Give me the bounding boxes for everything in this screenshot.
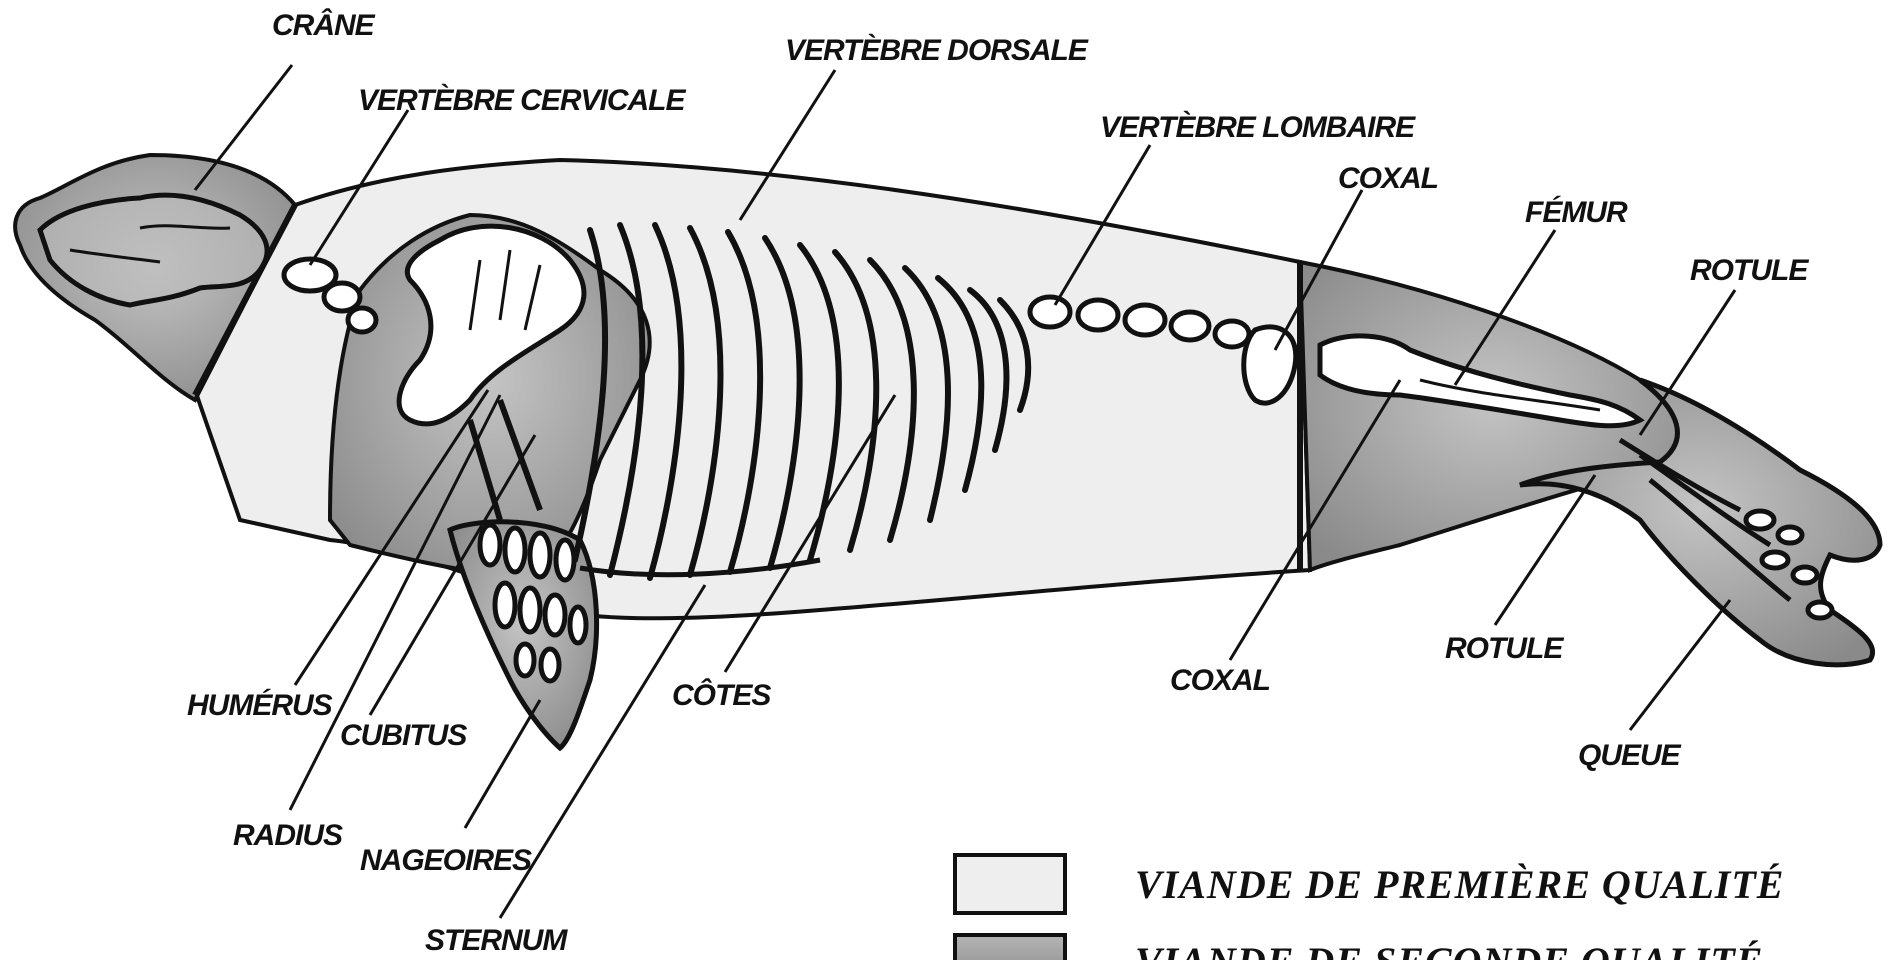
label-rotule-top: ROTULE [1690, 254, 1809, 287]
label-radius: RADIUS [233, 819, 343, 852]
label-vertebre-lombaire: VERTÈBRE LOMBAIRE [1100, 110, 1416, 144]
legend-label-second-quality: VIANDE DE SECONDE QUALITÉ [1135, 939, 1763, 960]
label-queue: QUEUE [1578, 739, 1682, 772]
label-crane: CRÂNE [272, 8, 376, 42]
label-coxal-top: COXAL [1338, 162, 1438, 195]
label-vertebre-dorsale: VERTÈBRE DORSALE [785, 33, 1089, 67]
legend: VIANDE DE PREMIÈRE QUALITÉ VIANDE DE SEC… [955, 855, 1784, 960]
label-sternum: STERNUM [425, 924, 568, 957]
legend-swatch-second-quality [955, 935, 1065, 960]
label-cotes: CÔTES [672, 678, 771, 712]
label-humerus: HUMÉRUS [187, 688, 333, 722]
label-nageoires: NAGEOIRES [360, 844, 532, 877]
legend-label-first-quality: VIANDE DE PREMIÈRE QUALITÉ [1135, 862, 1784, 907]
label-femur: FÉMUR [1525, 195, 1628, 229]
label-coxal-bottom: COXAL [1170, 664, 1270, 697]
legend-swatch-first-quality [955, 855, 1065, 913]
label-vertebre-cervicale: VERTÈBRE CERVICALE [358, 83, 686, 117]
label-cubitus: CUBITUS [340, 719, 467, 752]
label-rotule-bottom: ROTULE [1445, 632, 1564, 665]
